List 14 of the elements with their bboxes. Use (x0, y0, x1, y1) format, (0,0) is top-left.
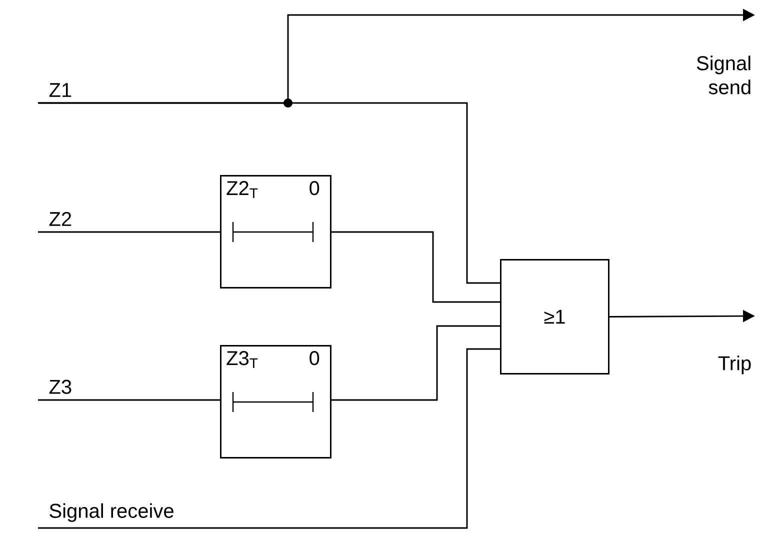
connector (38, 348, 500, 529)
output-label: Trip (718, 356, 751, 374)
input-label: Z2 (49, 212, 72, 226)
connector (331, 231, 500, 303)
connector (38, 399, 220, 401)
output-label: Signal send (696, 56, 750, 94)
input-label: Signal receive (50, 503, 174, 522)
timer-box: Z2$_{T}$ 0 (220, 175, 332, 288)
connector (331, 325, 500, 401)
input-label: Z3 (49, 380, 72, 394)
connector (38, 231, 220, 233)
input-label: Z1 (49, 83, 72, 97)
or-gate: ≥1 (500, 259, 610, 374)
timer-box: Z3$_{T}$ 0 (220, 345, 332, 458)
